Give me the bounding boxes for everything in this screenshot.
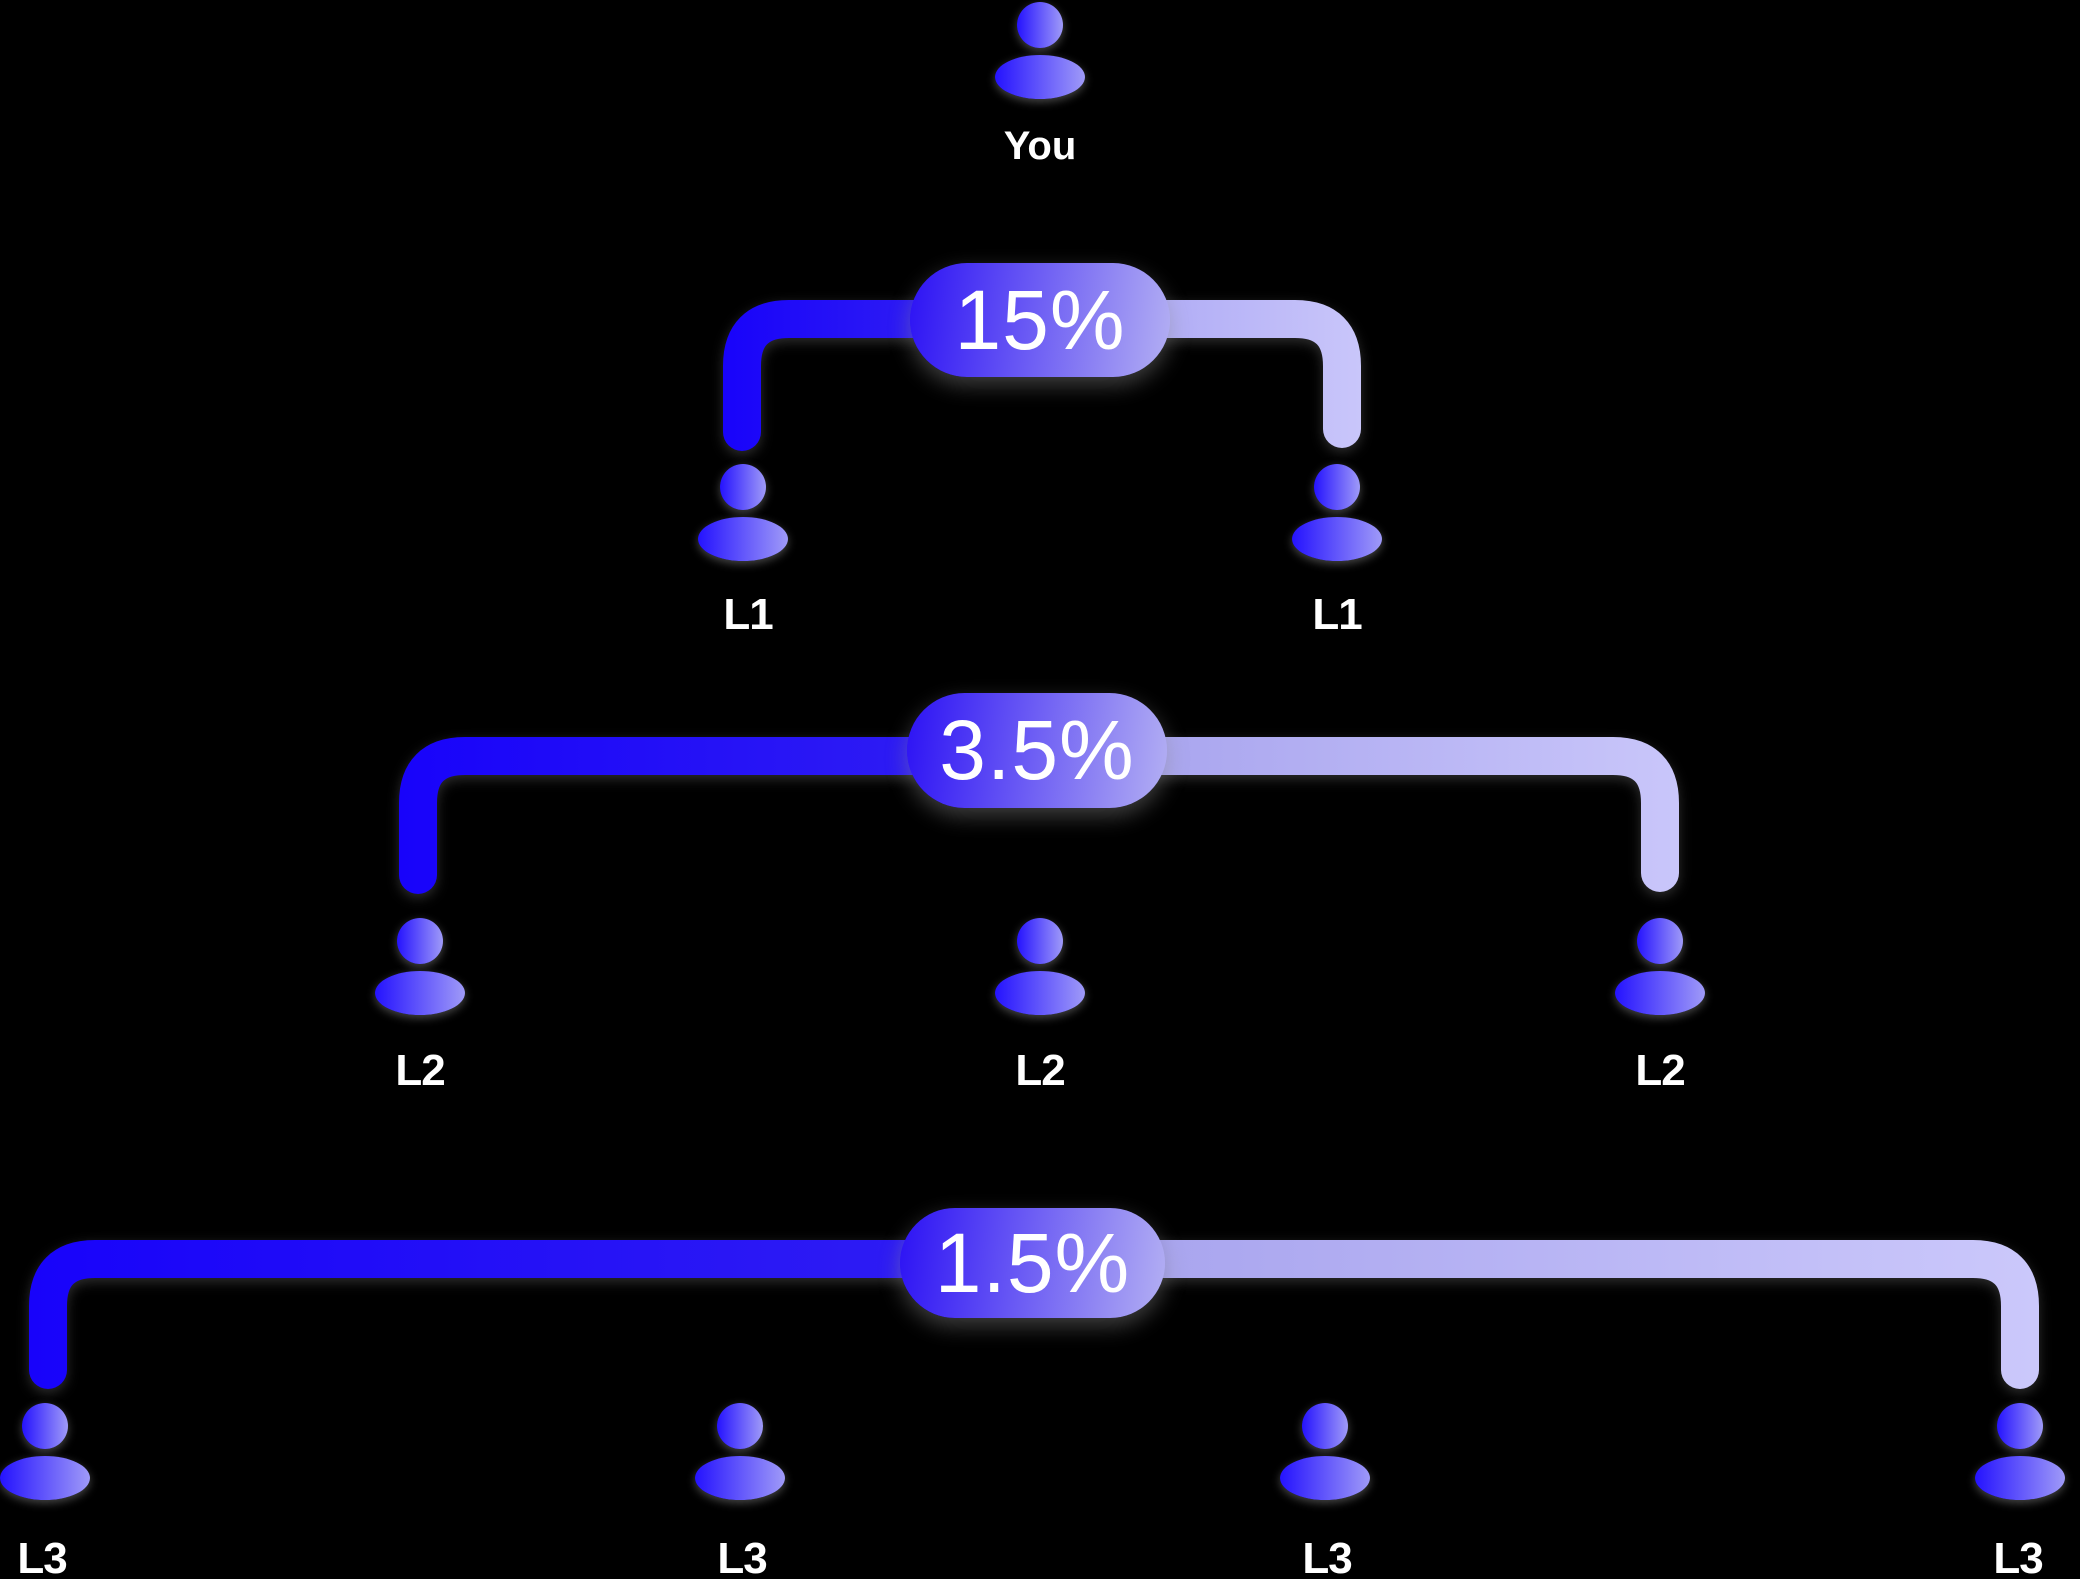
person-icon-l2-1 bbox=[375, 918, 465, 1015]
person-body bbox=[0, 1456, 90, 1500]
person-body bbox=[1280, 1456, 1370, 1500]
node-label-l3-3: L3 bbox=[1302, 1534, 1352, 1579]
person-icon-l1-1 bbox=[698, 464, 788, 561]
person-icon-l3-4 bbox=[1975, 1403, 2065, 1500]
person-head bbox=[717, 1403, 763, 1449]
person-icon-l3-3 bbox=[1280, 1403, 1370, 1500]
person-icon-l3-2 bbox=[695, 1403, 785, 1500]
person-body bbox=[1292, 517, 1382, 561]
root-node-label: You bbox=[1003, 124, 1077, 168]
person-body bbox=[375, 971, 465, 1015]
commission-badge-level-3: 1.5% bbox=[900, 1208, 1165, 1318]
node-label-l3-1: L3 bbox=[17, 1534, 67, 1579]
person-head bbox=[1314, 464, 1360, 510]
person-icon-l2-3 bbox=[1615, 918, 1705, 1015]
person-body bbox=[1615, 971, 1705, 1015]
person-icon-you bbox=[995, 2, 1085, 99]
person-icon-l2-2 bbox=[995, 918, 1085, 1015]
node-label-l1-1: L1 bbox=[723, 590, 773, 639]
node-label-l2-1: L2 bbox=[395, 1046, 445, 1095]
person-icon-l3-1 bbox=[0, 1403, 90, 1500]
person-head bbox=[1997, 1403, 2043, 1449]
node-label-l1-2: L1 bbox=[1312, 590, 1362, 639]
person-body bbox=[698, 517, 788, 561]
person-head bbox=[1017, 2, 1063, 48]
person-head bbox=[720, 464, 766, 510]
person-body bbox=[995, 55, 1085, 99]
person-head bbox=[1017, 918, 1063, 964]
person-head bbox=[1302, 1403, 1348, 1449]
commission-badge-level-1: 15% bbox=[910, 263, 1170, 377]
person-head bbox=[22, 1403, 68, 1449]
node-label-l3-4: L3 bbox=[1993, 1534, 2043, 1579]
person-head bbox=[397, 918, 443, 964]
node-label-l2-3: L2 bbox=[1635, 1046, 1685, 1095]
person-body bbox=[1975, 1456, 2065, 1500]
node-label-l2-2: L2 bbox=[1015, 1046, 1065, 1095]
person-body bbox=[695, 1456, 785, 1500]
person-body bbox=[995, 971, 1085, 1015]
person-head bbox=[1637, 918, 1683, 964]
node-label-l3-2: L3 bbox=[717, 1534, 767, 1579]
commission-badge-level-2: 3.5% bbox=[907, 693, 1167, 808]
person-icon-l1-2 bbox=[1292, 464, 1382, 561]
